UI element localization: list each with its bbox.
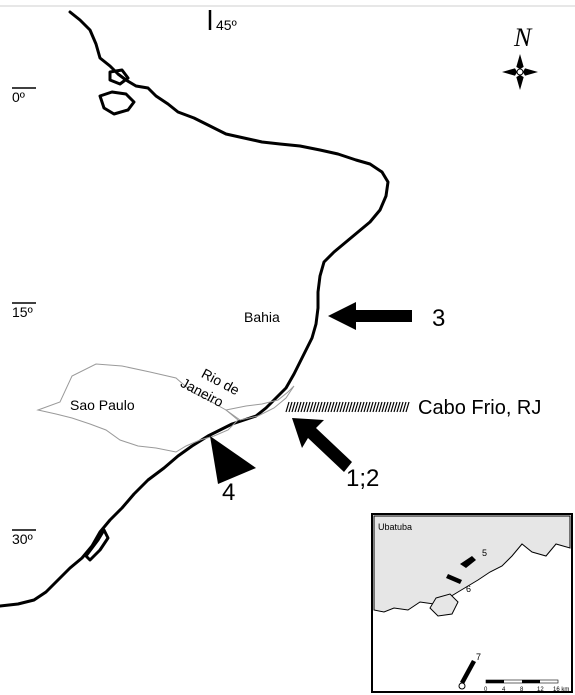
hatch-line bbox=[366, 401, 371, 413]
hatch-line bbox=[369, 401, 374, 413]
hatch-line bbox=[375, 401, 380, 413]
hatch-line bbox=[303, 401, 308, 413]
hatch-line bbox=[345, 401, 350, 413]
inset-island bbox=[429, 593, 459, 617]
hatch-line bbox=[285, 401, 290, 413]
cabo-frio-hatch bbox=[284, 402, 408, 412]
scale-tick-0: 0 bbox=[484, 687, 488, 693]
patos-lagoon bbox=[84, 528, 110, 562]
site-3-arrow bbox=[328, 302, 412, 330]
scale-tick-8: 8 bbox=[520, 687, 524, 693]
hatch-line bbox=[297, 401, 302, 413]
site-6-label: 6 bbox=[466, 584, 471, 594]
hatch-line bbox=[402, 401, 407, 413]
site-4-arrow bbox=[210, 436, 256, 484]
cabo-frio-hatch-lines bbox=[285, 401, 410, 413]
site-3-label: 3 bbox=[432, 305, 445, 332]
hatch-line bbox=[390, 401, 395, 413]
inset-land bbox=[373, 515, 571, 613]
hatch-line bbox=[405, 401, 410, 413]
amazon-delta-island bbox=[98, 90, 136, 116]
site-4-label: 4 bbox=[222, 479, 235, 506]
scale-tick-4: 4 bbox=[502, 687, 506, 693]
lat0-label: 0º bbox=[12, 89, 25, 105]
hatch-line bbox=[321, 401, 326, 413]
hatch-line bbox=[300, 401, 305, 413]
hatch-line bbox=[357, 401, 362, 413]
compass-north-label: N bbox=[513, 23, 533, 52]
hatch-line bbox=[354, 401, 359, 413]
hatch-line bbox=[393, 401, 398, 413]
inset-scale-bar bbox=[485, 679, 559, 684]
cabo-frio-label: Cabo Frio, RJ bbox=[418, 397, 541, 419]
rio-de-janeiro-label: Rio de Janeiro bbox=[178, 365, 242, 410]
site-7-arrow bbox=[460, 660, 476, 684]
hatch-line bbox=[396, 401, 401, 413]
rio-de-janeiro-border bbox=[224, 385, 295, 421]
hatch-line bbox=[318, 401, 323, 413]
ubatuba-inset: Ubatuba 5 6 7 0 4 8 12 16 km bbox=[371, 513, 573, 693]
hatch-line bbox=[378, 401, 383, 413]
site-7-label: 7 bbox=[476, 652, 481, 662]
lon45-label: 45º bbox=[216, 17, 237, 33]
hatch-line bbox=[291, 401, 296, 413]
hatch-line bbox=[360, 401, 365, 413]
hatch-line bbox=[333, 401, 338, 413]
hatch-line bbox=[342, 401, 347, 413]
hatch-line bbox=[336, 401, 341, 413]
hatch-line bbox=[348, 401, 353, 413]
inset-title: Ubatuba bbox=[378, 522, 412, 532]
site-6-arrow bbox=[446, 574, 462, 584]
hatch-line bbox=[351, 401, 356, 413]
hatch-line bbox=[381, 401, 386, 413]
amazon-delta-island bbox=[108, 68, 130, 86]
hatch-line bbox=[399, 401, 404, 413]
hatch-line bbox=[372, 401, 377, 413]
hatch-line bbox=[324, 401, 329, 413]
hatch-line bbox=[339, 401, 344, 413]
hatch-line bbox=[309, 401, 314, 413]
hatch-line bbox=[294, 401, 299, 413]
sao-paulo-border bbox=[36, 363, 239, 453]
hatch-line bbox=[312, 401, 317, 413]
coastline bbox=[0, 10, 390, 608]
hatch-line bbox=[363, 401, 368, 413]
hatch-line bbox=[387, 401, 392, 413]
scale-tick-12: 12 bbox=[537, 687, 544, 693]
hatch-line bbox=[384, 401, 389, 413]
scale-tick-16: 16 km bbox=[553, 687, 569, 693]
compass-rose-icon bbox=[502, 54, 538, 90]
lat15-label: 15º bbox=[12, 304, 33, 320]
site-1-2-arrow bbox=[292, 418, 352, 472]
lat30-label: 30º bbox=[12, 531, 33, 547]
site-7-island bbox=[458, 682, 466, 690]
hatch-line bbox=[288, 401, 293, 413]
bahia-label: Bahia bbox=[244, 309, 280, 325]
hatch-line bbox=[315, 401, 320, 413]
site-5-label: 5 bbox=[482, 548, 487, 558]
site-1-2-label: 1;2 bbox=[346, 465, 379, 492]
hatch-line bbox=[306, 401, 311, 413]
hatch-line bbox=[327, 401, 332, 413]
site-5-arrow bbox=[460, 556, 476, 568]
sao-paulo-label: Sao Paulo bbox=[70, 397, 135, 413]
hatch-line bbox=[330, 401, 335, 413]
